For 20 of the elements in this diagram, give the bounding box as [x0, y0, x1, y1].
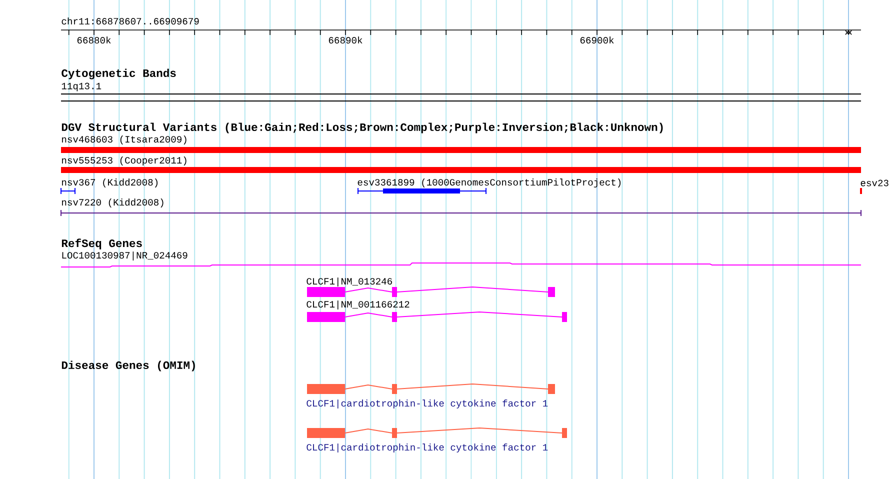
ruler-title: chr11:66878607..66909679 — [62, 17, 199, 25]
feature-label: esv23 — [860, 180, 888, 186]
feature-label: CLCF1|NM_001166212 — [306, 300, 410, 310]
feature-label: CLCF1|cardiotrophin-like cytokine factor 1 — [306, 400, 548, 408]
feature-label: nsv7220 (Kidd2008) — [62, 198, 164, 208]
feature-label: nsv468603 (Itsara2009) — [62, 136, 186, 144]
feature-label: LOC100130987|NR_024469 — [62, 252, 188, 260]
track-title: Cytogenetic Bands — [62, 68, 176, 80]
tick-label: 66900k — [580, 36, 614, 44]
track-title: Disease Genes (OMIM) — [62, 360, 195, 372]
feature-label: CLCF1|cardiotrophin-like cytokine factor 1 — [306, 444, 548, 452]
feature-label: nsv555253 (Cooper2011) — [62, 156, 186, 166]
feature-label: CLCF1|NM_013246 — [306, 278, 392, 286]
track-title: RefSeq Genes — [62, 238, 142, 250]
tick-label: 66880k — [77, 36, 111, 44]
feature-label: esv3361899 (1000GenomesConsortiumPilotProject) — [358, 178, 621, 188]
tick-label: 66890k — [328, 36, 362, 44]
feature-label: nsv367 (Kidd2008) — [62, 178, 158, 188]
band-label: 11q13.1 — [62, 82, 102, 92]
track-title: DGV Structural Variants (Blue:Gain;Red:Loss;Brown:Complex;Purple:Inversion;Black:Unknown) — [62, 122, 663, 134]
